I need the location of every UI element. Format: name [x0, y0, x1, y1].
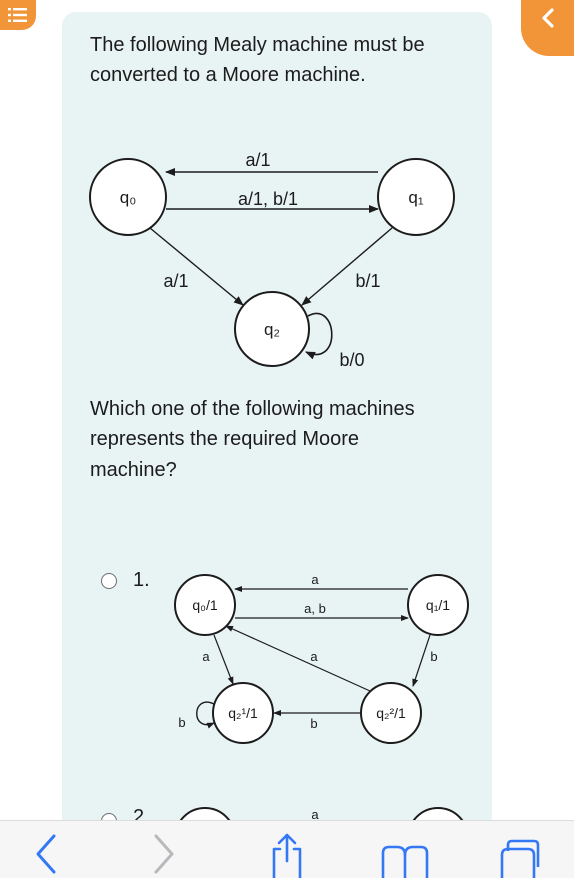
tabs-icon[interactable] [494, 821, 554, 878]
option-1-state-q21-label: q₂¹/1 [228, 705, 258, 721]
option-1-state-q0 [174, 574, 236, 636]
option-1-loop-q21 [196, 701, 215, 729]
question-intro-line1: The following Mealy machine must be [90, 34, 425, 56]
chevron-left-icon [542, 8, 554, 28]
question-prompt-line3: machine? [90, 459, 177, 481]
list-icon [8, 8, 27, 22]
question-prompt-line1: Which one of the following machines [90, 398, 415, 420]
option-1-edge-q22-q0 [225, 625, 371, 692]
question-intro-line2: converted to a Moore machine. [90, 64, 366, 86]
option-1-edge-q0-q21 [213, 634, 234, 685]
edge-q1-q0-label: a/1 [245, 150, 270, 170]
option-2-state-left [179, 807, 231, 820]
option-1-state-q0-label: q₀/1 [192, 597, 217, 613]
option-1-state-q1-label: q₁/1 [426, 597, 450, 613]
option-1-radio[interactable] [101, 573, 117, 589]
book-icon[interactable] [375, 821, 435, 878]
edge-q0-q2-label: a/1 [163, 271, 188, 291]
option-1-loop-label: b [178, 715, 185, 730]
option-2-edge-top-label: a [311, 807, 319, 820]
state-q0 [89, 158, 167, 236]
state-q2 [234, 291, 310, 367]
option-2-diagram[interactable]: a [162, 800, 482, 820]
edge-q0-to-q2 [149, 227, 244, 306]
option-1-number: 1. [133, 569, 150, 591]
option-1-edge-mid-label: a, b [304, 601, 326, 616]
state-q2-label: q₂ [264, 320, 280, 339]
chevron-right-icon[interactable] [138, 821, 188, 878]
option-1-edge-right-label: b [430, 649, 437, 664]
option-1-edge-q1-q22 [412, 634, 431, 687]
option-1-edge-bottom-label: b [310, 716, 317, 731]
loop-q2 [305, 312, 333, 360]
question-prompt-line2: represents the required Moore [90, 428, 360, 450]
edge-q1-to-q2 [301, 227, 393, 306]
edge-q0-q1-label: a/1, b/1 [238, 189, 298, 209]
back-button[interactable] [521, 0, 574, 56]
option-2-number: 2. [133, 806, 150, 820]
option-1-state-q22-label: q₂²/1 [376, 705, 406, 721]
browser-toolbar [0, 820, 574, 878]
option-1-diagram[interactable]: q₀/1 q₁/1 q₂¹/1 q₂²/1 a a, b a a b b b [162, 565, 482, 755]
question-card [62, 12, 492, 820]
state-q1 [377, 158, 455, 236]
share-icon[interactable] [262, 821, 312, 878]
option-1-edge-top-label: a [311, 572, 319, 587]
option-1-edge-left-label: a [202, 649, 210, 664]
option-1-edge-diag-label: a [310, 649, 318, 664]
state-q0-label: q₀ [120, 188, 137, 207]
edge-q1-q2-label: b/1 [355, 271, 380, 291]
loop-q2-label: b/0 [339, 350, 364, 370]
chevron-left-icon[interactable] [22, 821, 72, 878]
state-q1-label: q₁ [408, 188, 423, 207]
quiz-page: The following Mealy machine must be conv… [0, 0, 574, 820]
mealy-machine-diagram: q₀ q₁ q₂ a/1 a/1, b/1 a/1 b/1 b/0 [89, 150, 455, 370]
option-2-state-right [412, 807, 464, 820]
option-1-state-q1 [407, 574, 469, 636]
menu-button[interactable] [0, 0, 36, 30]
